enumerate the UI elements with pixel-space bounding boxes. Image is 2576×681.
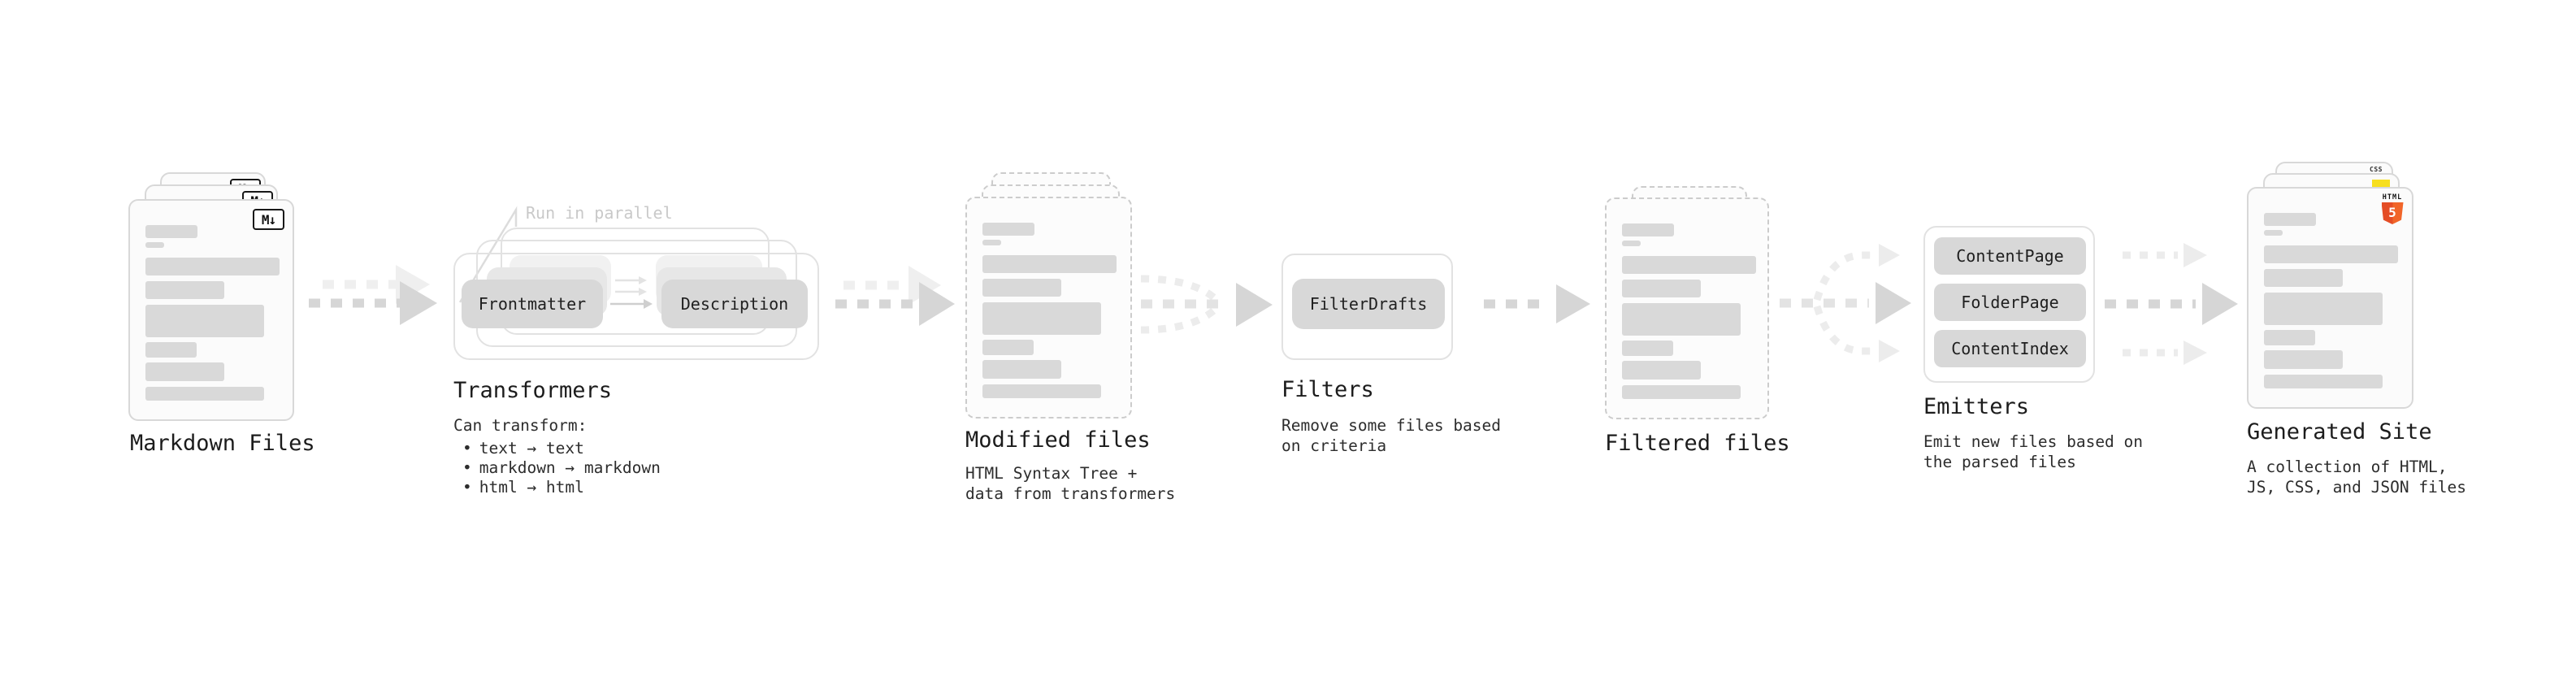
arrow-filters-to-filtered [1484, 284, 1590, 323]
arrow-emitters-to-generated [2105, 243, 2238, 365]
arrow-markdown-to-transformers [309, 265, 437, 325]
arrow-transformers-to-modified [835, 266, 955, 326]
run-in-parallel-callout-line [458, 206, 518, 303]
parallel-arrows-icon [610, 276, 653, 309]
arrow-modified-to-filters-converge [1140, 275, 1273, 334]
arrow-filtered-to-emitters-diverge [1780, 244, 1911, 362]
